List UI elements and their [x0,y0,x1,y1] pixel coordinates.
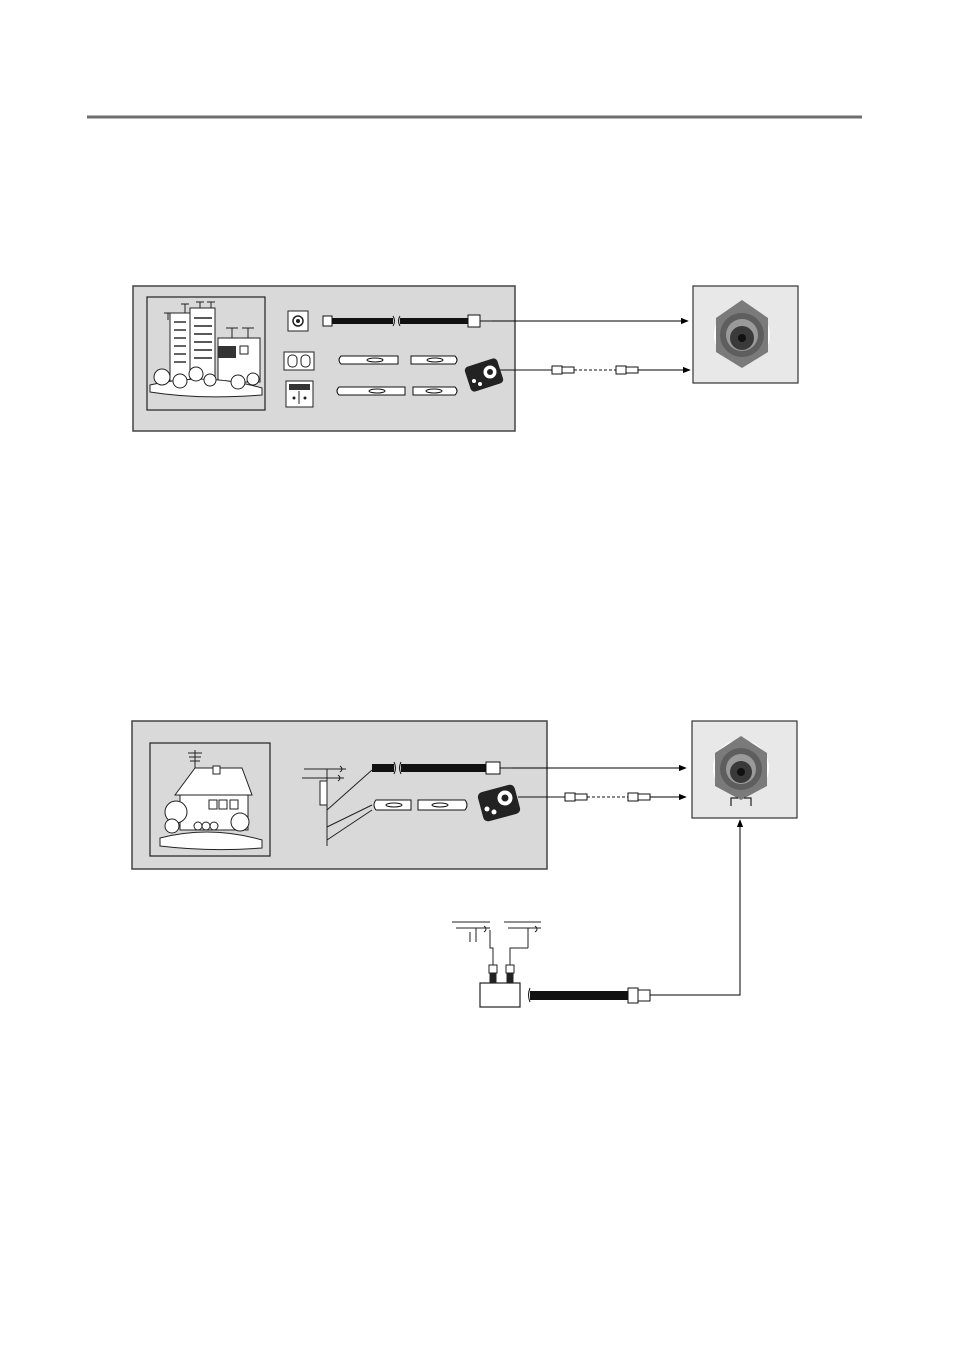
uhf-twin-lead-cable [374,800,467,810]
dual-terminal-wall-outlet-icon [286,381,313,407]
uhf-antenna-icon [504,922,541,965]
twin-lead-cable-lower [337,387,457,395]
tv-antenna-input-socket-icon [692,721,797,818]
tv-antenna-input-socket-icon [693,286,798,383]
house-with-antenna-icon [150,743,270,856]
signal-combiner-icon [452,922,541,1007]
vhf-antenna-icon [452,922,493,965]
diagram-house [132,721,797,1007]
diagram-apartment [133,286,798,431]
apartment-buildings-icon [147,297,265,410]
twin-lead-cable-upper [339,356,457,364]
coax-wall-outlet-icon [288,311,308,331]
twin-lead-wall-outlet-icon [284,352,314,370]
coax-cable-to-tv [529,820,741,1003]
adapter-to-tv-cable [500,366,638,374]
